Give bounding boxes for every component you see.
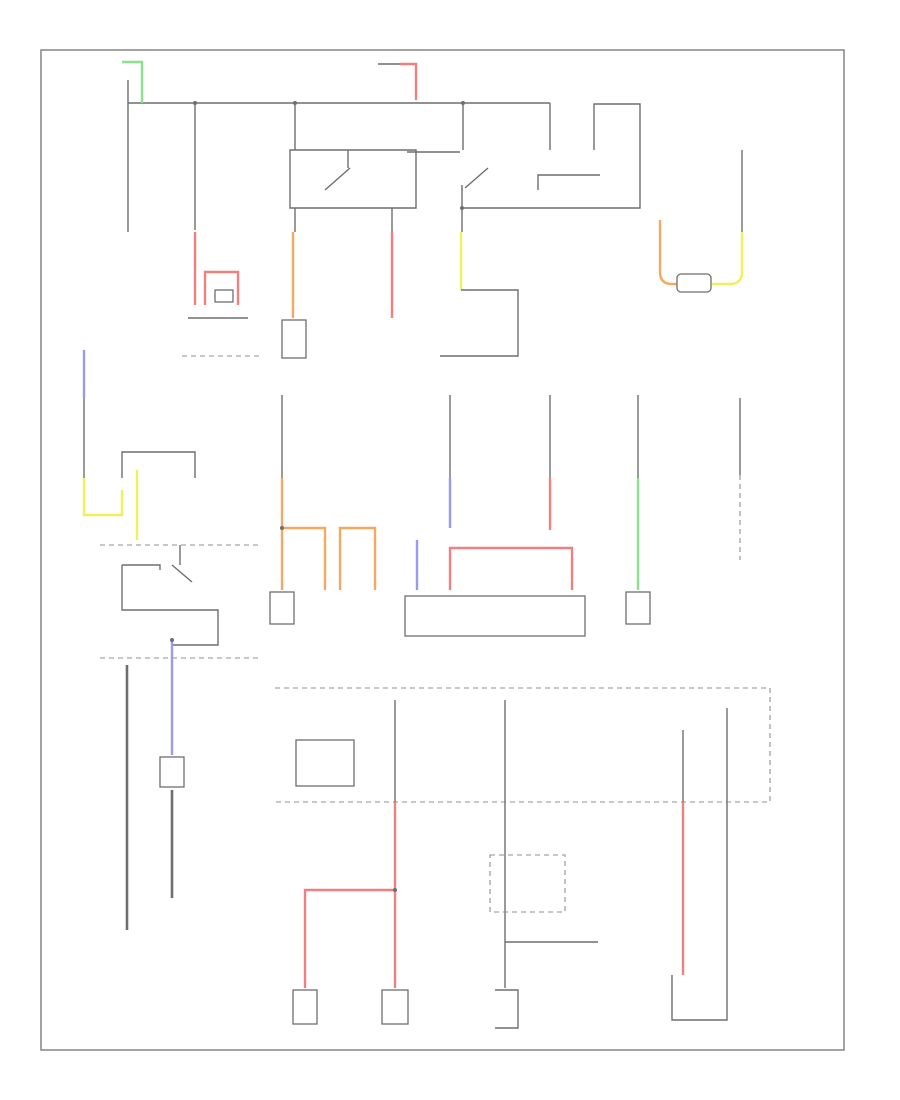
component-bottom-unit-2 — [381, 989, 409, 1025]
junction-dot — [280, 526, 284, 530]
component-left-unit — [121, 564, 219, 646]
component-col-6-unit — [269, 591, 295, 625]
left-unit-switch — [171, 545, 193, 583]
relay-switch-2 — [464, 167, 489, 189]
wire-green-top-left — [122, 60, 144, 103]
relay-box-outline — [289, 149, 417, 209]
junction-dot — [393, 888, 397, 892]
component-col-5-box — [440, 289, 519, 357]
relay-switch-1 — [324, 150, 351, 191]
relay-col-feeds — [462, 103, 551, 150]
middle-section — [82, 350, 741, 659]
wire-yellow-right-top — [712, 232, 744, 286]
dash-cruise-box — [489, 854, 566, 913]
top-section — [122, 60, 744, 359]
component-fuse-box-inner — [295, 739, 355, 787]
component-col-9-unit — [625, 591, 651, 625]
diagram-frame — [40, 49, 845, 1051]
component-multiplex-unit — [404, 595, 586, 637]
wire-red-col-2 — [193, 232, 240, 305]
wire-red-top-center — [400, 62, 418, 100]
component-center-bottom-unit — [495, 989, 519, 1029]
component-left-bottom-unit — [159, 756, 185, 788]
relay-switch-3 — [537, 174, 600, 190]
dash-fuse-box-top — [275, 687, 771, 803]
wire-red-multiplex — [448, 546, 574, 590]
component-bottom-unit-1 — [292, 989, 318, 1025]
relay-box-2-outline — [407, 103, 641, 209]
junction-dot — [170, 638, 174, 642]
junction-dot — [460, 206, 464, 210]
component-col-2-connector — [214, 289, 234, 303]
junction-dot — [293, 101, 297, 105]
junction-dot — [461, 101, 465, 105]
component-right-bottom-unit — [671, 802, 728, 1021]
component-right-top-connector — [676, 273, 712, 293]
component-col-3-unit — [281, 319, 307, 359]
junction-dots — [170, 101, 465, 892]
wire-red-bottom-tree — [303, 802, 397, 988]
wire-orange-right-top — [658, 220, 680, 286]
junction-dot — [193, 101, 197, 105]
bottom-section — [125, 640, 771, 1029]
wire-left-mid-branch — [121, 451, 196, 478]
wire-orange-col-6 — [280, 478, 377, 590]
wire-yellow-left-mid — [82, 478, 124, 517]
